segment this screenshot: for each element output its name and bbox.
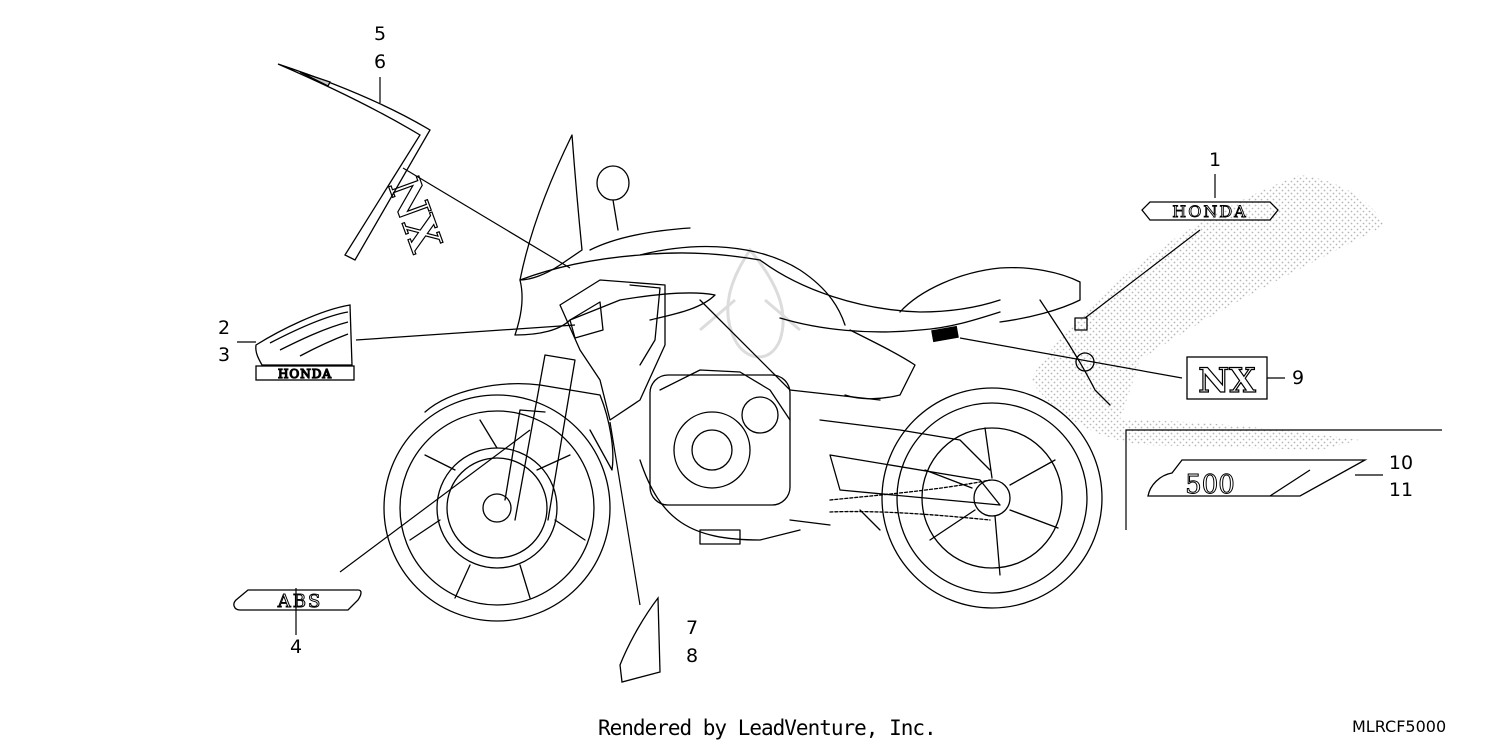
decal-nx-vertical-text: NX [378,171,452,259]
diagram-code: MLRCF5000 [1352,717,1447,736]
decal-honda-wing-text: HONDA [278,367,332,381]
callout-3: 3 [217,344,231,366]
callout-10: 10 [1388,452,1414,474]
decal-abs-text: ABS [277,591,323,612]
callout-8: 8 [685,645,699,667]
callout-9: 9 [1291,367,1305,389]
decal-nx[interactable]: NX [1186,356,1268,402]
decal-abs[interactable]: ABS [233,589,362,613]
leader-lines [237,77,1442,635]
callout-11: 11 [1388,479,1414,501]
decal-500[interactable]: 500 [1147,459,1368,501]
callout-7: 7 [685,617,699,639]
footer-credit: Rendered by LeadVenture, Inc. [598,716,937,740]
callout-2: 2 [217,317,231,339]
tail-decal-patch [931,325,959,343]
stipple-area [1030,175,1385,450]
decal-nx-text: NX [1198,361,1256,401]
watermark-emblem [699,247,801,359]
callout-5: 5 [373,23,387,45]
decal-honda-text[interactable]: HONDA [1141,201,1279,221]
callout-4: 4 [289,636,303,658]
decal-500-text: 500 [1185,470,1235,500]
decal-honda-tank-text: HONDA [1172,202,1247,221]
motorcycle-illustration [383,134,1111,622]
decal-fork-small[interactable] [619,596,661,683]
decal-honda-wing[interactable]: HONDA [255,304,355,382]
callout-6: 6 [373,51,387,73]
decal-nx-shroud[interactable]: NX [277,63,452,261]
callout-1: 1 [1208,149,1222,171]
